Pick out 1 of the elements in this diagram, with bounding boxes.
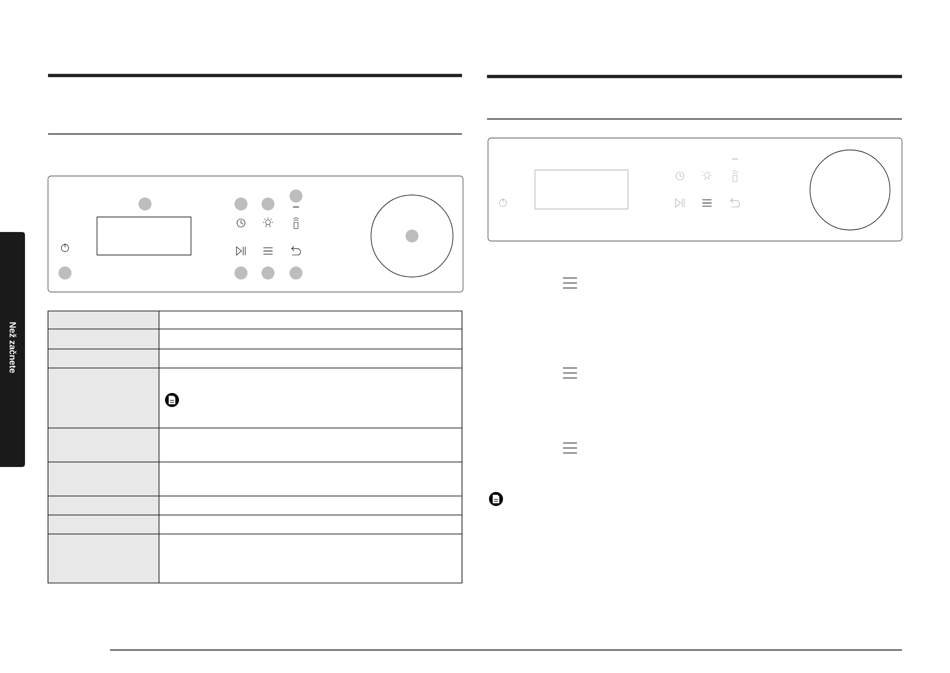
side-tab: Než začnete [0, 232, 25, 467]
